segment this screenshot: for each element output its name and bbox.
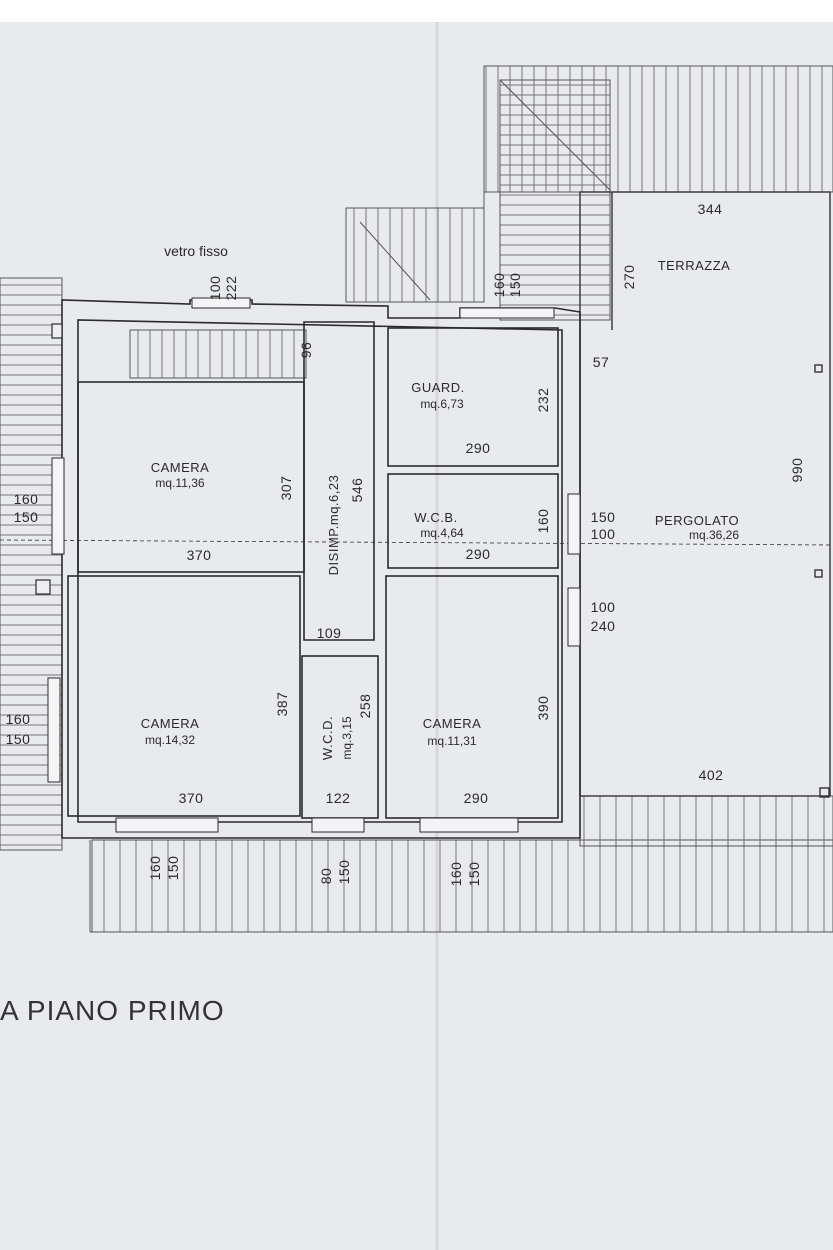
window-note: vetro fisso xyxy=(164,243,228,259)
dim-370-a: 370 xyxy=(187,547,212,563)
dim-160-left: 160 xyxy=(14,491,39,507)
room-camera-nw-name: CAMERA xyxy=(151,460,210,475)
dim-150-left-2: 150 xyxy=(6,731,31,747)
roof-hatching xyxy=(0,65,833,933)
dim-370-b: 370 xyxy=(179,790,204,806)
dim-150-top: 150 xyxy=(507,273,523,298)
dim-160-left-2: 160 xyxy=(6,711,31,727)
room-camera-se-area: mq.11,31 xyxy=(427,734,476,748)
dim-270: 270 xyxy=(621,265,637,290)
dim-160-bottom-3: 160 xyxy=(448,862,464,887)
dim-990: 990 xyxy=(789,458,805,483)
building-walls xyxy=(35,299,581,839)
room-wcb-area: mq.4,64 xyxy=(420,526,464,540)
dim-160-top: 160 xyxy=(491,273,507,298)
room-camera-se-name: CAMERA xyxy=(423,716,482,731)
room-camera-sw-area: mq.14,32 xyxy=(145,733,195,747)
drawing-title: A PIANO PRIMO xyxy=(0,995,225,1026)
dim-96: 96 xyxy=(298,342,314,359)
dim-344: 344 xyxy=(698,201,723,217)
dim-290-a: 290 xyxy=(466,440,491,456)
dim-160-wcb: 160 xyxy=(535,509,551,534)
room-disimp-name: DISIMP.mq.6,23 xyxy=(326,475,341,576)
window-openings xyxy=(47,297,581,833)
dim-100-right-2: 100 xyxy=(591,599,616,615)
room-camera-sw-name: CAMERA xyxy=(141,716,200,731)
room-guard-name: GUARD. xyxy=(411,380,465,395)
dim-150-right: 150 xyxy=(591,509,616,525)
room-labels: CAMERA mq.11,36 CAMERA mq.14,32 DISIMP.m… xyxy=(141,243,740,760)
dim-150-bottom-3: 150 xyxy=(466,862,482,887)
room-wcb-name: W.C.B. xyxy=(414,510,457,525)
room-guard-area: mq.6,73 xyxy=(420,397,464,411)
dim-122: 122 xyxy=(326,790,351,806)
dim-109: 109 xyxy=(317,625,342,641)
dim-290-b: 290 xyxy=(466,546,491,562)
dim-150-left: 150 xyxy=(14,509,39,525)
dim-232: 232 xyxy=(535,388,551,413)
dim-307: 307 xyxy=(278,476,294,501)
dim-57: 57 xyxy=(593,354,610,370)
dim-100-right: 100 xyxy=(591,526,616,542)
dim-258: 258 xyxy=(357,694,373,719)
dim-290-c: 290 xyxy=(464,790,489,806)
room-pergolato-name: PERGOLATO xyxy=(655,513,739,528)
dim-390: 390 xyxy=(535,696,551,721)
dimension-labels: 100 222 160 150 96 344 270 57 307 370 54… xyxy=(6,201,805,886)
dim-100-top: 100 xyxy=(207,276,223,301)
dim-387: 387 xyxy=(274,692,290,717)
dim-150-bottom-1: 150 xyxy=(165,856,181,881)
dim-80-bottom: 80 xyxy=(318,868,334,885)
dim-402: 402 xyxy=(699,767,724,783)
dim-546: 546 xyxy=(349,478,365,503)
dim-160-bottom-1: 160 xyxy=(147,856,163,881)
room-terrazza-name: TERRAZZA xyxy=(658,258,731,273)
room-wcd-name: W.C.D. xyxy=(320,716,335,760)
room-wcd-area: mq.3,15 xyxy=(340,716,354,760)
room-pergolato-area: mq.36,26 xyxy=(689,528,739,542)
dim-150-bottom-2: 150 xyxy=(336,860,352,885)
dim-240: 240 xyxy=(591,618,616,634)
room-camera-nw-area: mq.11,36 xyxy=(155,476,204,490)
dim-222: 222 xyxy=(223,276,239,301)
